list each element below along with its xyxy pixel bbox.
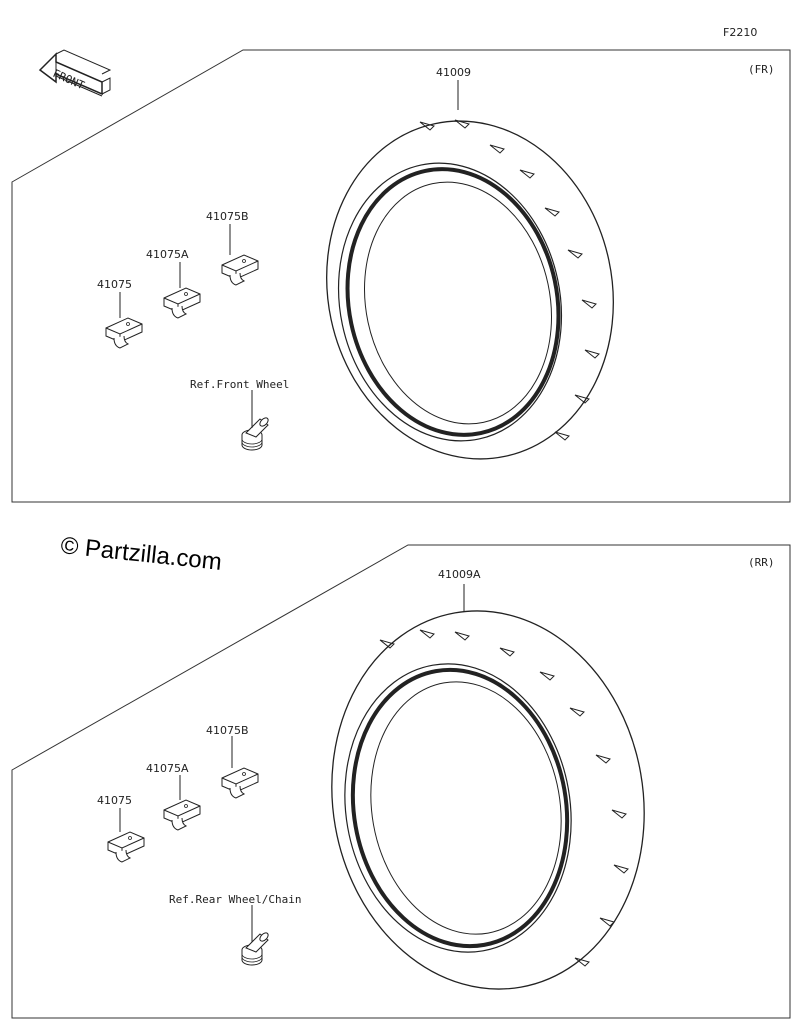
weight-label[interactable]: 41075A [146, 248, 189, 261]
wheel-weight [221, 254, 259, 286]
figure-code: F2210 [723, 26, 757, 39]
wheel-weight [107, 831, 145, 863]
wheel-weight [163, 287, 201, 319]
wheel-weight [105, 317, 143, 349]
valve-ref-label[interactable]: Ref.Rear Wheel/Chain [169, 893, 301, 906]
watermark: © Partzilla.com [59, 532, 223, 576]
tire [331, 610, 645, 990]
front-arrow-icon: FRONT [38, 49, 112, 97]
wheel-weight [221, 767, 259, 799]
valve-ref-label[interactable]: Ref.Front Wheel [190, 378, 289, 391]
valve [241, 930, 271, 966]
weight-label[interactable]: 41075 [97, 794, 132, 807]
valve [241, 415, 271, 451]
panel-tag: (RR) [748, 556, 775, 569]
tire-part-label[interactable]: 41009A [438, 568, 481, 581]
wheel-weight [163, 799, 201, 831]
weight-label[interactable]: 41075 [97, 278, 132, 291]
panel-tag: (FR) [748, 63, 775, 76]
panel-rear: (RR) 41009A 41075 41075A [11, 544, 791, 1019]
tire-part-label[interactable]: 41009 [436, 66, 471, 79]
weight-label[interactable]: 41075B [206, 210, 249, 223]
weight-label[interactable]: 41075A [146, 762, 189, 775]
panel-front: (FR) 41009 41075 41075A 410 [11, 49, 791, 503]
weight-label[interactable]: 41075B [206, 724, 249, 737]
tire [326, 119, 614, 460]
